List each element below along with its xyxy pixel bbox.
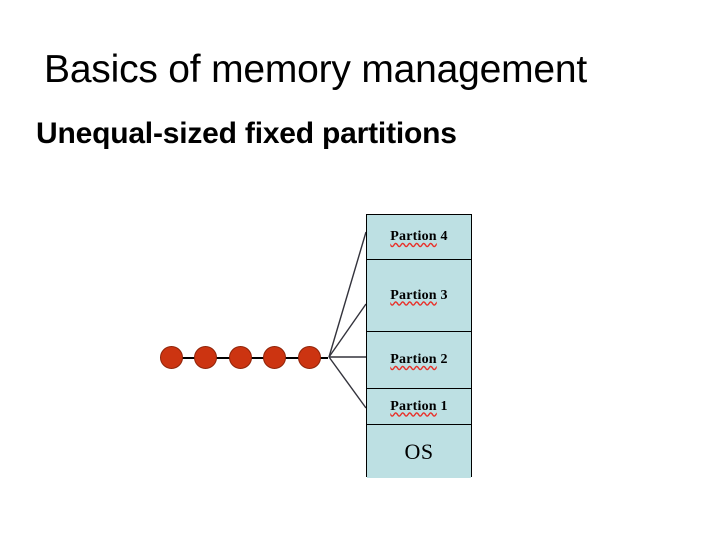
memory-block-label-partition-3: Partion 3 bbox=[390, 287, 448, 303]
page-title: Basics of memory management bbox=[44, 48, 587, 91]
chain-dot-3 bbox=[229, 346, 252, 369]
connector-line-partition-4 bbox=[328, 231, 367, 358]
memory-block-os: OS bbox=[367, 425, 471, 478]
memory-block-label-partition-1: Partion 1 bbox=[390, 398, 448, 414]
misspelled-word-partion-3: Partion bbox=[390, 287, 437, 303]
misspelled-word-partion-1: Partion bbox=[390, 398, 437, 414]
memory-block-label-partition-2: Partion 2 bbox=[390, 353, 447, 367]
chain-dot-2 bbox=[194, 346, 217, 369]
connector-line-partition-3 bbox=[328, 303, 367, 358]
memory-block-partition-4: Partion 4 bbox=[367, 215, 471, 260]
memory-block-suffix-4: 4 bbox=[436, 229, 448, 244]
connector-line-partition-1 bbox=[328, 356, 367, 409]
memory-block-suffix-3: 3 bbox=[436, 287, 448, 303]
chain-dot-1 bbox=[160, 346, 183, 369]
memory-block-partition-2: Partion 2 bbox=[367, 332, 471, 389]
memory-block-label-os: OS bbox=[404, 438, 434, 464]
memory-block-partition-1: Partion 1 bbox=[367, 389, 471, 425]
memory-block-suffix-1: 1 bbox=[436, 398, 448, 414]
bullet-dot-chain bbox=[160, 336, 340, 380]
page-subtitle: Unequal-sized fixed partitions bbox=[36, 117, 457, 150]
chain-connector-line bbox=[180, 357, 328, 359]
misspelled-word-partion-2: Partion bbox=[390, 352, 437, 367]
chain-dot-5 bbox=[298, 346, 321, 369]
memory-block-partition-3: Partion 3 bbox=[367, 260, 471, 332]
memory-block-label-partition-4: Partion 4 bbox=[390, 230, 447, 244]
chain-dot-4 bbox=[263, 346, 286, 369]
misspelled-word-partion-4: Partion bbox=[390, 229, 437, 244]
memory-block-suffix-2: 2 bbox=[436, 352, 448, 367]
memory-partition-stack: Partion 4 Partion 3 Partion 2 Partion 1 … bbox=[366, 214, 472, 478]
